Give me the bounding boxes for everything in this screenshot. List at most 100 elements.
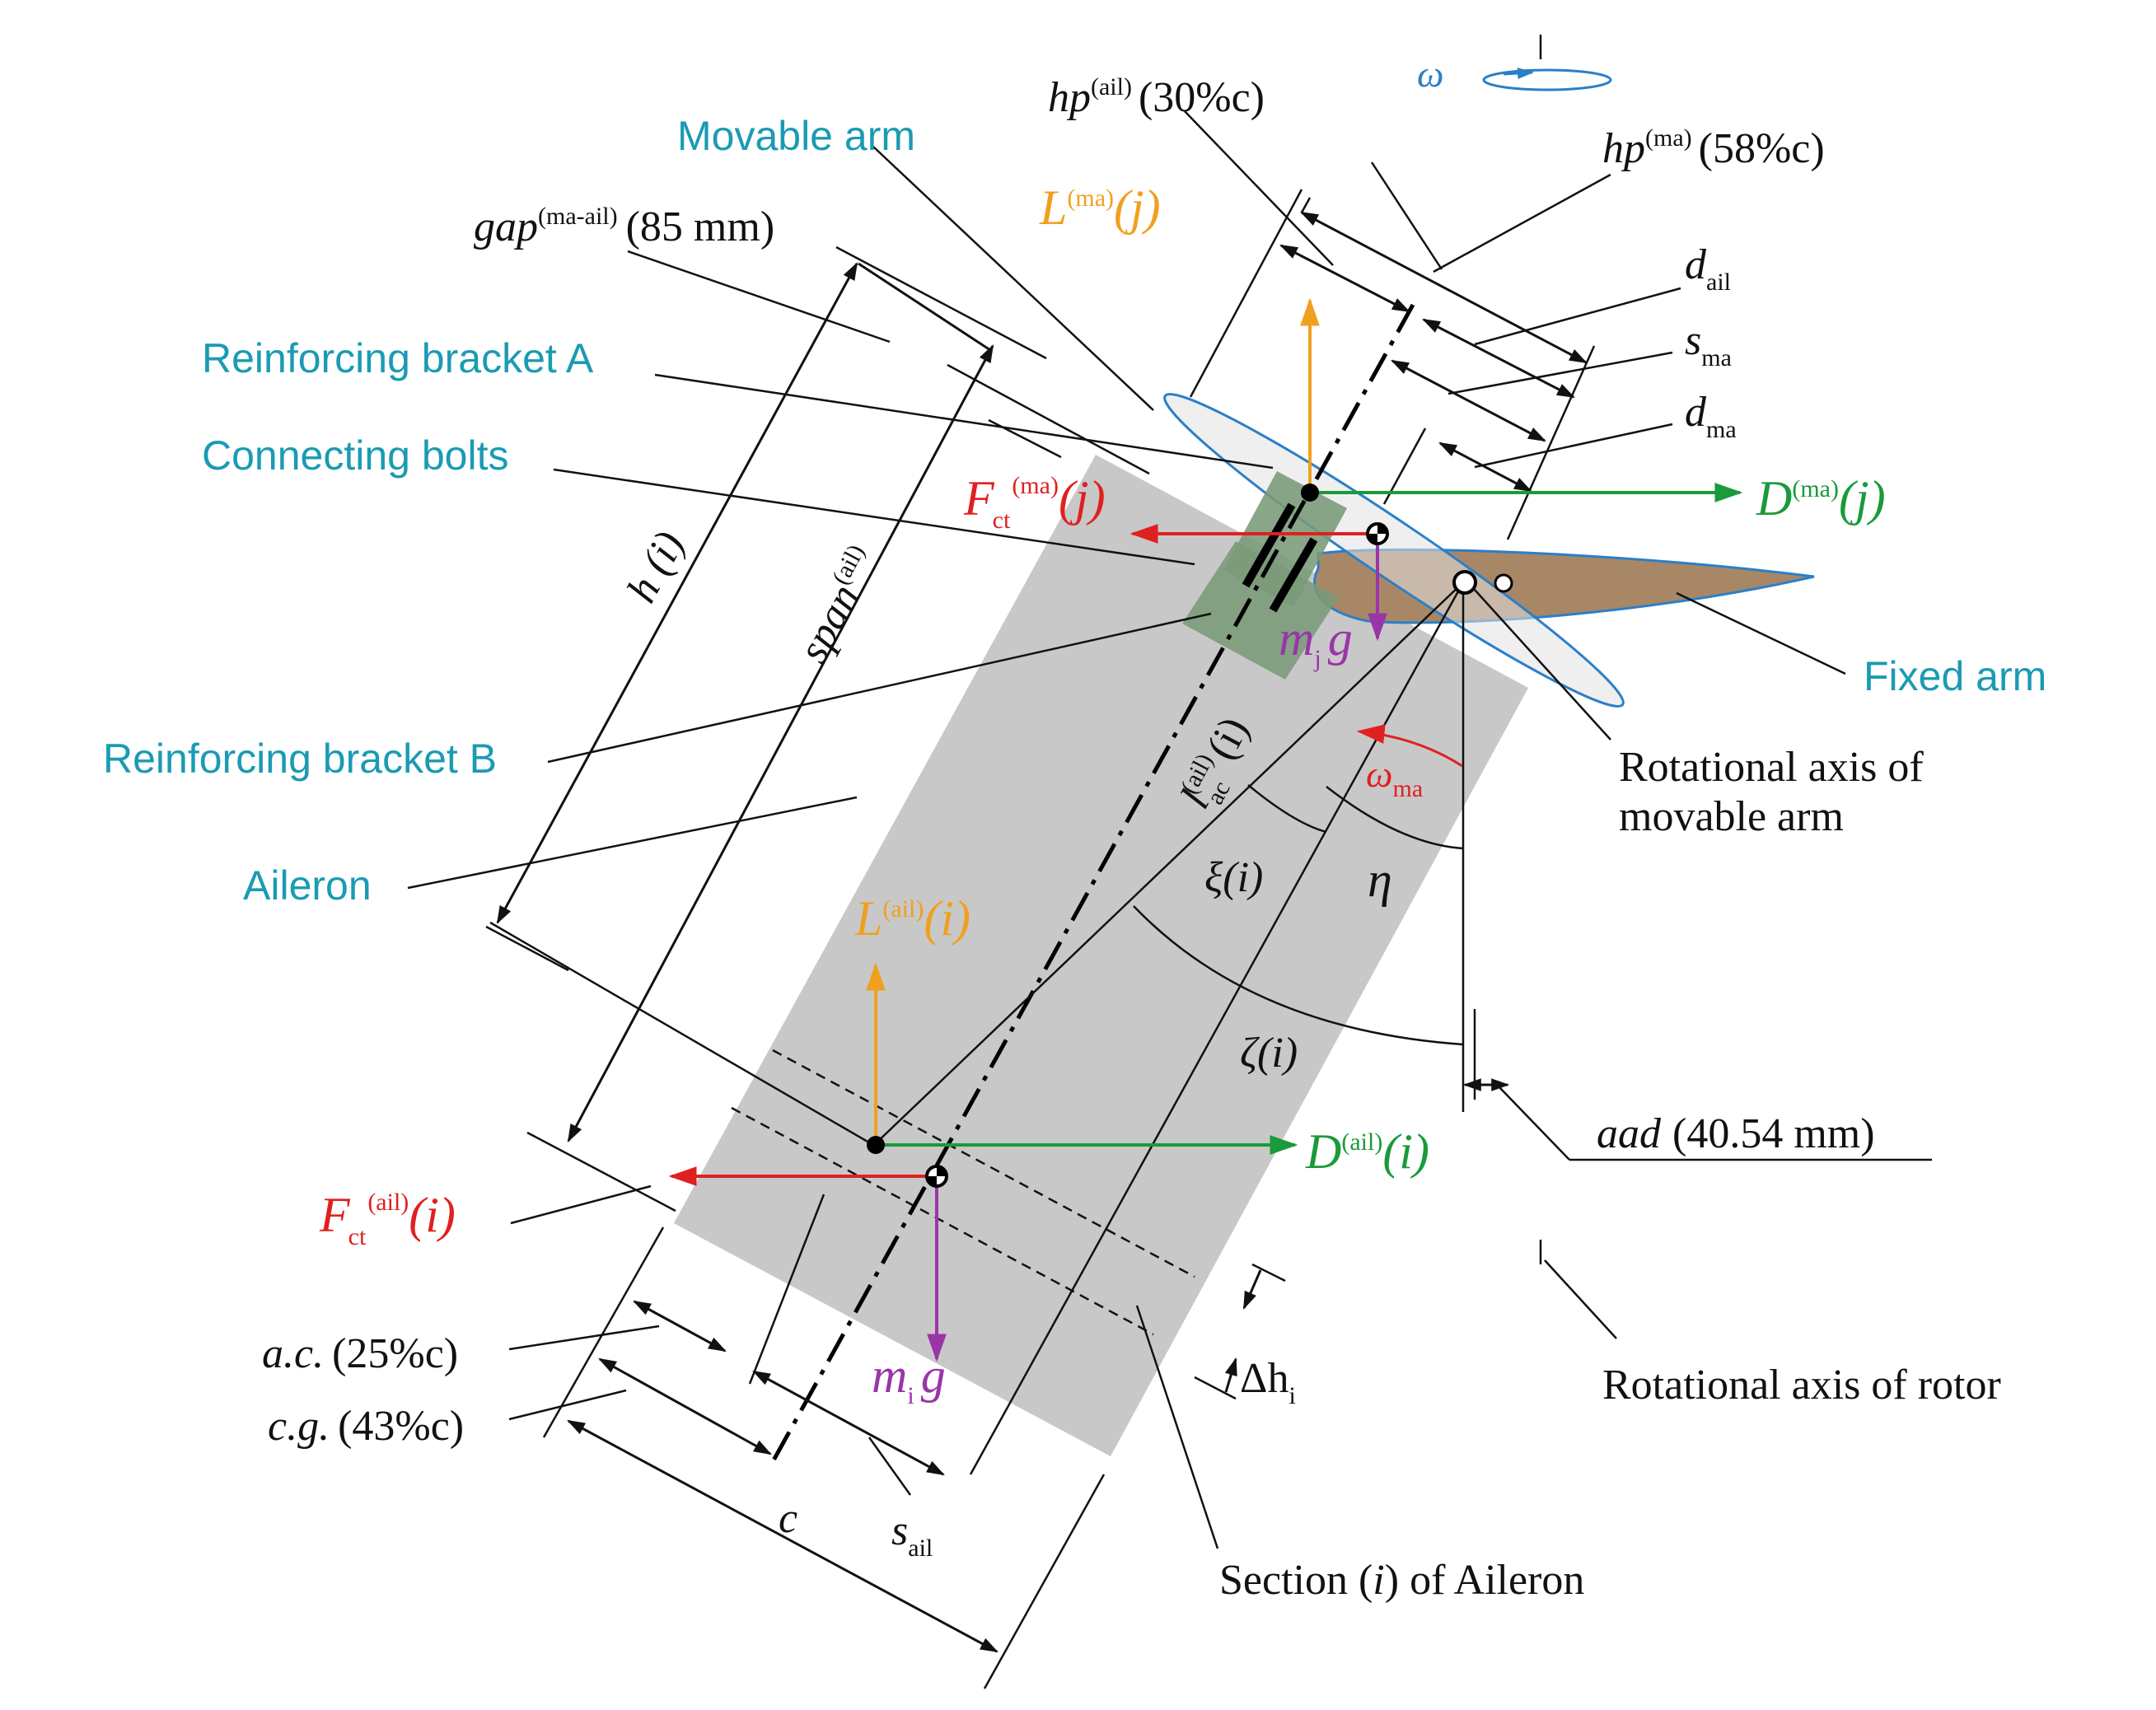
label-D-ail: D(ail)(i)	[1305, 1124, 1429, 1179]
ext-line	[1300, 197, 1312, 213]
structure-line	[1189, 189, 1303, 398]
ext-line	[1251, 1263, 1286, 1282]
label-eta: η	[1368, 853, 1392, 907]
label-omega-ma: ωma	[1366, 753, 1423, 802]
connecting-bolt	[1242, 502, 1296, 588]
leader-hp-ail	[1184, 110, 1334, 266]
section-line	[731, 1106, 1154, 1336]
label-L-ma: L(ma)(j)	[1039, 180, 1161, 235]
label-zeta: ζ(i)	[1240, 1030, 1298, 1077]
rotor-rotation-icon	[1482, 68, 1612, 91]
label-aileron: Aileron	[243, 862, 372, 909]
label-reinforcing-bracket-a: Reinforcing bracket A	[202, 335, 594, 381]
ext-line	[526, 1131, 676, 1212]
label-span-ail: span(ail)	[788, 540, 888, 670]
label-delta-h: Δhi	[1240, 1355, 1296, 1409]
dim-s-ail	[752, 1370, 945, 1476]
ac-point-ail	[867, 1136, 885, 1154]
leader-s-ma	[1447, 351, 1673, 395]
leader-hp-ma2	[1433, 173, 1611, 273]
dim-delta-h	[1224, 1357, 1237, 1393]
label-gap: gap(ma-ail)(85 mm)	[474, 203, 774, 250]
label-Fct-ail: Fct(ail)(i)	[319, 1188, 456, 1250]
xi-arc	[1247, 784, 1327, 834]
leader-movable-arm	[872, 146, 1154, 411]
label-ac: a.c.(25%c)	[262, 1330, 458, 1377]
leader-bolts	[553, 468, 1195, 566]
label-s-ma: sma	[1685, 317, 1732, 371]
label-h-i: h (i)	[618, 524, 694, 610]
leader-aileron	[407, 796, 858, 890]
reinforcing-bracket-b	[1182, 541, 1339, 680]
label-rot-axis-movable-2: movable arm	[1619, 793, 1844, 840]
label-hp-ma: hp(ma)(58%c)	[1602, 124, 1825, 172]
label-rot-axis-rotor: Rotational axis of rotor	[1602, 1362, 2001, 1409]
section-line	[772, 1049, 1195, 1278]
ext-line	[835, 245, 1047, 360]
leader-hp-ma	[1370, 161, 1443, 270]
ext-line	[485, 925, 569, 972]
ac-point-ma	[1301, 484, 1319, 502]
leader-d-ail	[1474, 287, 1681, 346]
zeta-arc	[1133, 905, 1464, 1046]
leader-cg	[508, 1389, 627, 1421]
dim-ac	[633, 1300, 727, 1353]
dim-delta-h	[1242, 1269, 1262, 1311]
movable-arm-pivot	[1452, 570, 1477, 595]
leader-rotor	[1544, 1259, 1617, 1339]
label-omega: ω	[1417, 53, 1443, 95]
leader-rot-movable	[1474, 589, 1611, 741]
connecting-bolt	[1269, 537, 1318, 613]
structure-line	[748, 1194, 825, 1385]
leader-bracket-b	[547, 612, 1212, 764]
dim-cg	[598, 1357, 772, 1455]
dim-gap	[858, 262, 991, 352]
leader-s-ail	[868, 1437, 912, 1496]
leader-fct-ail	[510, 1184, 652, 1225]
ext-line	[1506, 345, 1596, 540]
dim-c	[567, 1419, 998, 1653]
ext-line	[947, 363, 1150, 475]
label-fixed-arm: Fixed arm	[1864, 653, 2046, 699]
label-cg: c.g.(43%c)	[268, 1403, 464, 1450]
leader-ac	[508, 1325, 660, 1351]
ext-line	[1194, 1376, 1237, 1400]
leader-bracket-a	[654, 373, 1274, 470]
ext-line	[542, 1226, 665, 1438]
label-connecting-bolts: Connecting bolts	[202, 432, 508, 479]
dim-d-ma	[1438, 442, 1532, 493]
aileron-body	[674, 455, 1528, 1456]
leader-gap	[627, 250, 891, 343]
label-xi: ξ(i)	[1204, 854, 1263, 901]
cg-point-ma-fill	[1368, 524, 1387, 544]
label-s-ail: sail	[891, 1507, 933, 1562]
ext-line	[983, 1474, 1106, 1689]
dim-d-ail	[1422, 318, 1575, 399]
dim-s-ma	[1391, 359, 1546, 442]
fixed-arm-cg-point	[1494, 573, 1513, 593]
omega-ma-arrow	[1356, 724, 1463, 768]
label-aad: aad(40.54 mm)	[1597, 1110, 1875, 1157]
label-reinforcing-bracket-b: Reinforcing bracket B	[103, 736, 497, 782]
dim-span	[567, 344, 994, 1142]
label-L-ail: L(ail)(i)	[854, 891, 970, 946]
label-d-ma: dma	[1685, 389, 1737, 443]
leader-fixed-arm	[1676, 591, 1846, 675]
label-section-i: Section (i) of Aileron	[1219, 1557, 1584, 1604]
leader-d-ma	[1474, 423, 1673, 469]
cg-point-ail-fill	[927, 1166, 947, 1186]
label-rot-axis-movable-1: Rotational axis of	[1619, 744, 1924, 791]
label-D-ma: D(ma)(j)	[1756, 471, 1886, 526]
rotor-rotation-arrowhead	[1503, 68, 1534, 80]
label-movable-arm: Movable arm	[677, 113, 915, 159]
pitch-axis	[768, 303, 1415, 1468]
label-c: c	[779, 1495, 797, 1542]
leader-aad2	[1499, 1086, 1570, 1161]
label-d-ail: dail	[1685, 241, 1731, 296]
dim-hp-ma	[1300, 211, 1588, 364]
label-Fct-ma: Fct(ma)(j)	[963, 471, 1106, 534]
eta-arc	[1326, 786, 1464, 850]
